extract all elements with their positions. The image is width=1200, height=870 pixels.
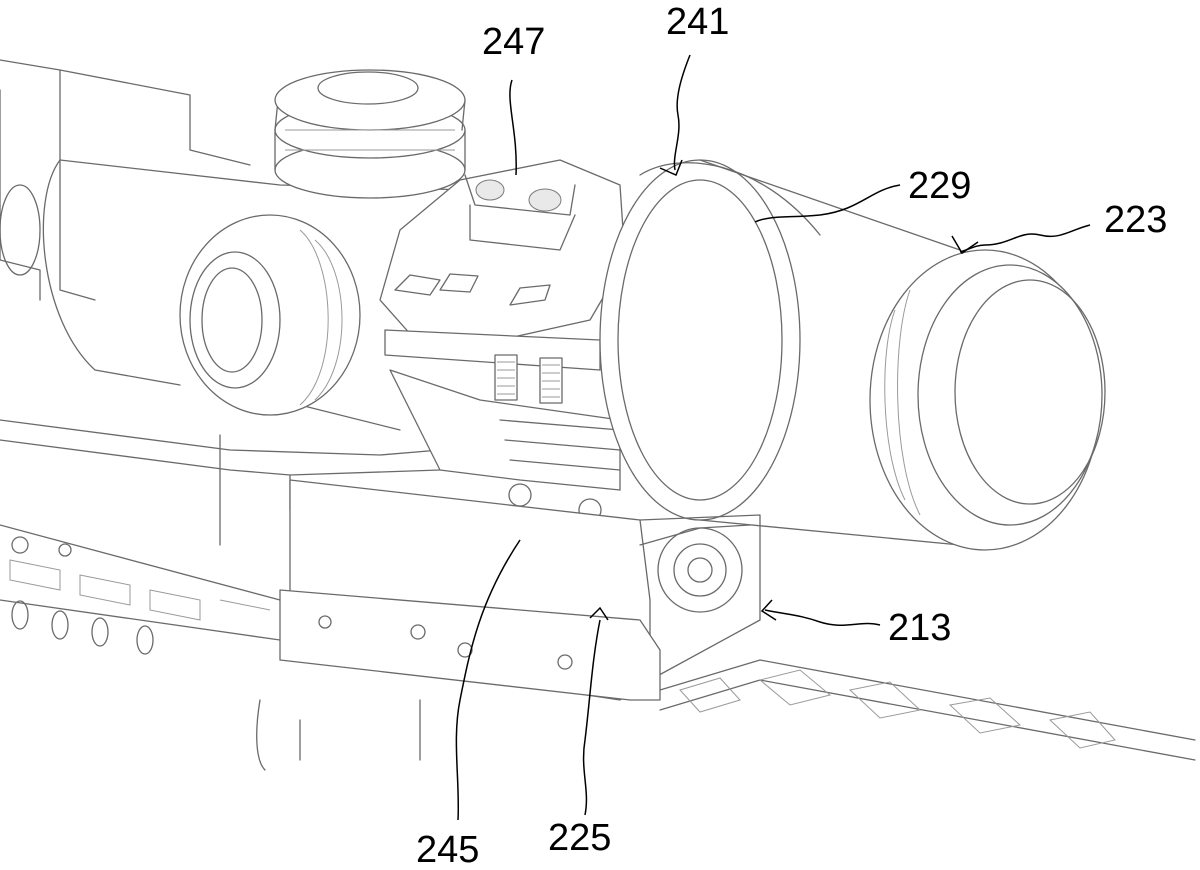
rifle-receiver <box>0 59 441 546</box>
scope-front-tube <box>599 159 1106 551</box>
label-247: 247 <box>482 21 545 63</box>
label-229: 229 <box>908 165 971 207</box>
leader-225 <box>582 619 601 816</box>
label-245: 245 <box>416 829 479 870</box>
windage-turret <box>179 214 361 416</box>
leader-245 <box>455 539 521 821</box>
label-213: 213 <box>888 607 951 649</box>
label-223: 223 <box>1104 199 1167 241</box>
leader-247 <box>509 79 517 176</box>
scope-ring-mount <box>379 159 626 522</box>
leader-lines <box>455 54 1091 821</box>
label-241: 241 <box>666 1 729 43</box>
leader-213 <box>764 609 881 626</box>
picatinny-rail <box>0 524 1196 771</box>
elevation-turret <box>274 69 466 199</box>
leader-223 <box>959 224 1091 253</box>
reference-labels: 247 241 229 223 213 245 225 <box>416 1 1167 870</box>
leader-241 <box>673 54 691 171</box>
leader-229 <box>754 184 901 223</box>
label-225: 225 <box>548 817 611 859</box>
